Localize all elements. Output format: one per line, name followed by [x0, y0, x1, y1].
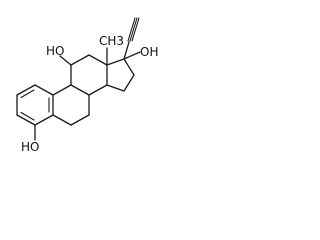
ethynyl-group — [123, 17, 140, 60]
c11-oh-bond — [59, 55, 72, 66]
ring-c — [70, 54, 108, 96]
methyl-label: CH3 — [99, 34, 124, 48]
ring-d — [106, 58, 135, 92]
c11-hydroxyl-label: HO — [46, 44, 64, 58]
chemical-structure-diagram: HO HO CH3 OH — [16, 17, 158, 154]
c17-hydroxyl-label: OH — [140, 45, 158, 59]
ring-b — [52, 84, 90, 126]
c3-hydroxyl-label: HO — [21, 140, 39, 154]
c17-oh-bond — [123, 51, 141, 60]
ring-a-aromatic — [16, 84, 54, 126]
